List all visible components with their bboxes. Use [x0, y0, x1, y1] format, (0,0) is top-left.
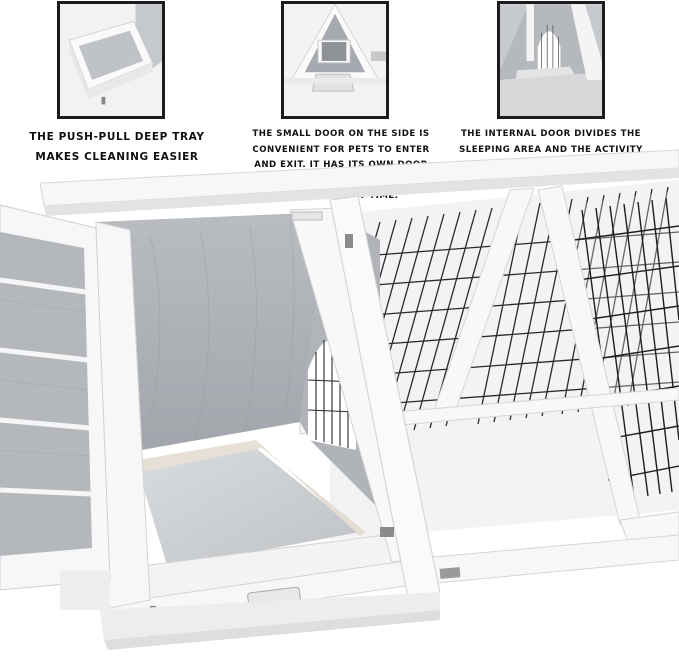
tray-detail-inset: [57, 1, 165, 119]
tray-caption: THE PUSH-PULL DEEP TRAY MAKES CLEANING E…: [29, 131, 205, 163]
sleeping-area: [94, 195, 441, 650]
tray-detail-image: [60, 4, 162, 116]
side-door-detail-inset: [281, 1, 389, 119]
side-door-detail-image: [284, 4, 386, 116]
internal-door-detail-inset: [497, 1, 605, 119]
lower-frame: [399, 534, 679, 587]
open-front-door: [0, 204, 111, 610]
internal-door-detail-image: [500, 4, 602, 116]
floor-tray: [138, 448, 360, 568]
top-roof-rail: [39, 149, 679, 216]
